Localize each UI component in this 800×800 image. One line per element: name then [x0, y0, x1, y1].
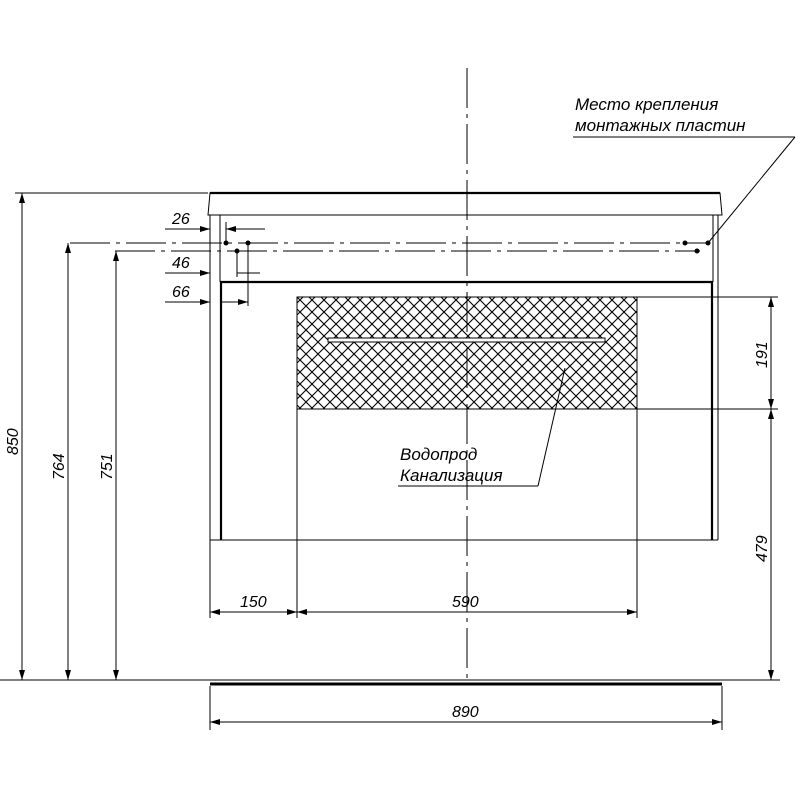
plumbing-zone-hatch — [296, 296, 638, 410]
dim-46: 46 — [172, 255, 190, 272]
offset-dimensions — [165, 222, 265, 306]
width-dimensions — [209, 409, 723, 730]
dim-751: 751 — [99, 453, 116, 480]
mount-leader-line — [707, 136, 796, 244]
dim-26: 26 — [171, 211, 190, 228]
mount-label-line2: монтажных пластин — [575, 116, 746, 135]
height-dimensions — [15, 192, 208, 680]
zone-height-dimensions — [637, 296, 778, 680]
cabinet-body — [209, 215, 719, 541]
water-label-line1: Водопрод — [400, 445, 477, 464]
dim-191: 191 — [754, 341, 771, 368]
water-label-line2: Канализация — [400, 466, 503, 485]
dim-150: 150 — [240, 594, 267, 611]
dim-66: 66 — [172, 284, 190, 301]
dim-764: 764 — [51, 453, 68, 480]
dim-850: 850 — [5, 428, 22, 455]
mount-label-line1: Место крепления — [575, 95, 718, 114]
drawer-handle — [327, 337, 606, 343]
water-leader-line — [537, 367, 566, 487]
dim-590: 590 — [452, 594, 479, 611]
dim-479: 479 — [754, 535, 771, 562]
dim-890: 890 — [452, 704, 479, 721]
countertop — [207, 192, 723, 216]
